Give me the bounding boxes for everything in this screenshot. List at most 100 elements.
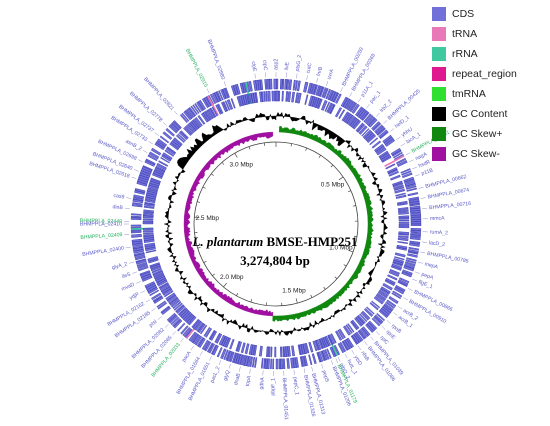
gene-label: pbpF_1 [270, 378, 276, 396]
cds-mark [308, 341, 314, 353]
gene-label-leader [125, 246, 131, 249]
cds-mark [317, 85, 323, 97]
gene-label: nfsB [359, 350, 370, 362]
cds-mark [347, 323, 355, 333]
gene-label-leader [180, 338, 184, 343]
cds-mark [405, 183, 416, 188]
cds-mark [388, 270, 400, 277]
cds-mark [191, 318, 200, 329]
cds-mark [223, 349, 229, 360]
cds-mark [196, 322, 204, 332]
cds-mark [312, 340, 318, 352]
gene-label: BHMPPLA_00662 [425, 174, 467, 190]
gene-label-leader [357, 97, 362, 103]
cds-mark [229, 351, 235, 363]
cds-mark [165, 127, 175, 137]
cds-mark [387, 274, 398, 281]
cds-mark [394, 252, 406, 258]
cds-mark [393, 186, 405, 191]
gene-label-leader [340, 87, 343, 92]
legend-swatch [432, 107, 446, 121]
cds-mark [248, 80, 253, 92]
gene-label-leader [303, 368, 306, 374]
axis-tick [310, 294, 313, 298]
cds-mark [321, 100, 328, 111]
cds-mark [409, 201, 420, 205]
legend-swatch [432, 127, 446, 141]
cds-mark [146, 189, 158, 194]
cds-mark [216, 347, 223, 358]
cds-mark [333, 92, 340, 103]
gene-label: clpE [250, 61, 257, 72]
gc-skew-track [183, 125, 374, 322]
cds-mark [184, 125, 194, 135]
axis-tick [236, 293, 239, 296]
cds-mark [143, 234, 154, 237]
cds-mark [285, 91, 289, 102]
cds-mark [284, 79, 288, 90]
cds-mark [162, 152, 173, 161]
cds-mark [272, 358, 275, 370]
axis-tick [250, 299, 253, 303]
cds-mark [308, 354, 313, 365]
cds-mark [334, 107, 343, 118]
axis-tick [334, 276, 338, 280]
cds-mark [141, 273, 152, 280]
gene-label-leader [393, 312, 398, 316]
cds-mark [282, 346, 285, 358]
cds-mark [401, 170, 412, 176]
cds-mark [410, 230, 422, 233]
cds-mark [311, 353, 317, 364]
cds-mark [215, 333, 223, 344]
legend-item: tRNA [432, 26, 548, 44]
cds-mark [278, 358, 281, 370]
cds-mark [160, 157, 170, 164]
cds-mark [396, 246, 407, 251]
cds-mark [346, 100, 354, 111]
cds-mark [130, 215, 142, 218]
cds-mark [263, 91, 266, 102]
cds-mark [132, 245, 144, 250]
cds-mark [341, 340, 349, 351]
cds-mark [404, 263, 415, 269]
cds-mark [407, 253, 418, 258]
legend-item: GC Skew+ [432, 126, 548, 144]
cds-mark [267, 358, 270, 370]
cds-mark [393, 286, 405, 295]
cds-mark [246, 93, 251, 105]
cds-mark [351, 103, 360, 114]
cds-mark [194, 335, 203, 346]
cds-mark [240, 354, 245, 366]
cds-mark [144, 203, 155, 207]
legend-swatch [432, 87, 446, 101]
cds-mark [181, 112, 190, 122]
cds-mark [353, 332, 362, 343]
cds-mark [233, 352, 239, 364]
cds-mark [385, 163, 396, 170]
gene-label: pepC_1 [291, 377, 299, 396]
gene-label-leader [422, 207, 428, 209]
cds-mark [170, 299, 181, 308]
gene-label-leader [370, 336, 374, 341]
cds-mark [188, 107, 197, 117]
gene-label: glyQ [223, 370, 232, 382]
legend-label: GC Skew+ [452, 128, 503, 140]
cds-mark [143, 232, 154, 235]
cds-mark [376, 127, 386, 136]
cds-mark [341, 111, 349, 122]
cds-mark [218, 90, 224, 101]
cds-mark [383, 303, 394, 312]
gene-label-leader [400, 143, 406, 147]
gene-label: rplC [379, 335, 390, 346]
gene-label: pacL_2 [209, 366, 221, 384]
legend-label: tRNA [452, 28, 478, 40]
gene-label-leader [396, 136, 401, 140]
cds-mark [294, 80, 298, 91]
gene-label: pepA [420, 272, 434, 282]
cds-mark [292, 79, 296, 91]
gene-label-leader [414, 271, 420, 274]
gene-label: ilvE [284, 61, 291, 70]
axis-tick [197, 201, 201, 203]
gene-label-leader [238, 366, 241, 372]
cds-mark [364, 114, 374, 125]
